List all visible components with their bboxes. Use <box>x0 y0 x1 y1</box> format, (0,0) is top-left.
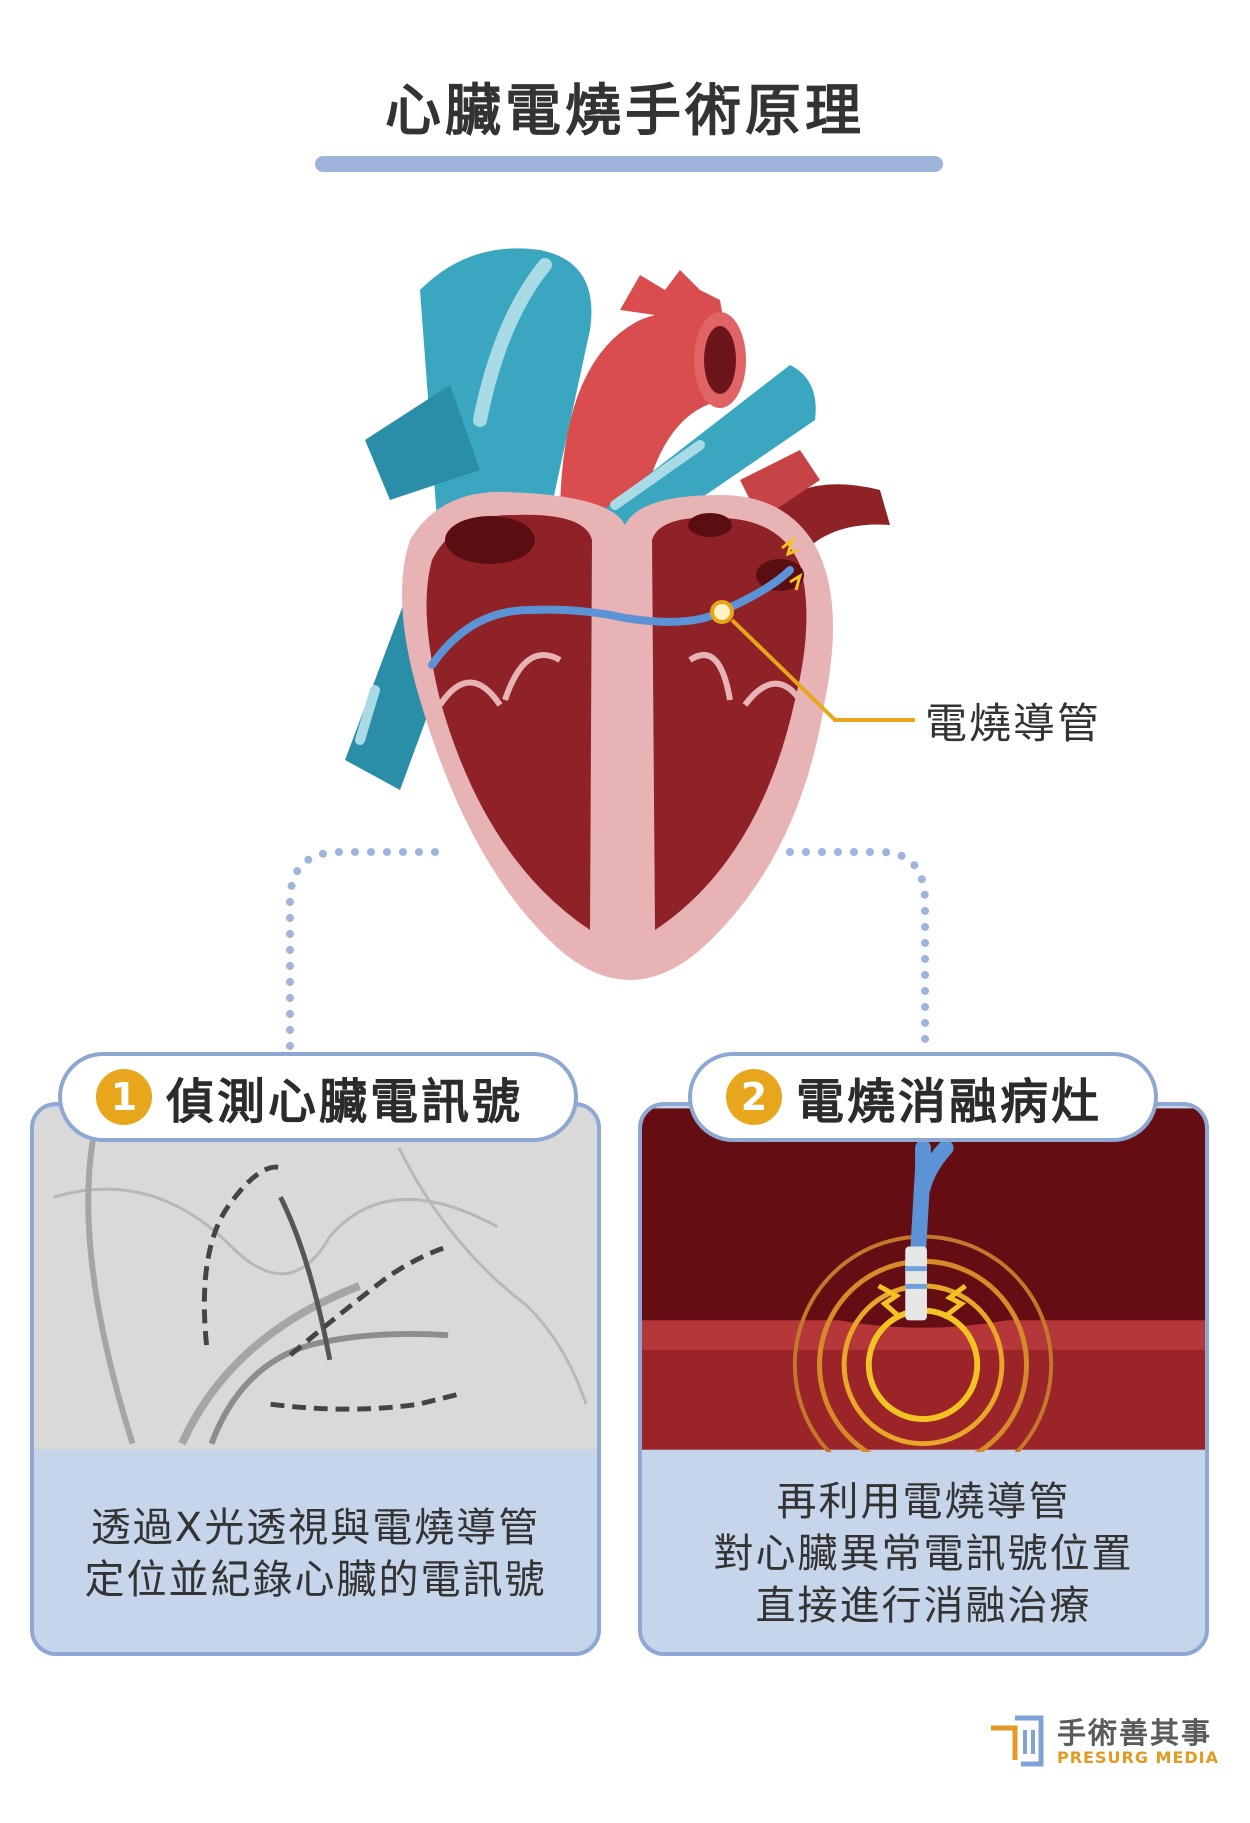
aorta-branches <box>620 270 725 330</box>
catheter <box>428 566 794 669</box>
catheter-xray-2 <box>278 1196 333 1361</box>
step-2-badge: 2 <box>726 1069 782 1125</box>
connector-right <box>786 848 929 1056</box>
step-2-description: 再利用電燒導管 對心臟異常電訊號位置 直接進行消融治療 <box>642 1452 1205 1652</box>
xray-panel <box>34 1108 597 1450</box>
step-1-label: 偵測心臟電訊號 <box>166 1074 524 1130</box>
logo-icon <box>991 1715 1044 1767</box>
description-line: 透過X光透視與電燒導管 <box>90 1505 541 1551</box>
catheter-xray-1 <box>201 1164 282 1346</box>
brand-logo: 手術善其事 PRESURG MEDIA <box>985 1708 1218 1778</box>
step-2-label: 電燒消融病灶 <box>796 1074 1103 1130</box>
spark-icon <box>877 1283 902 1320</box>
step-1-description: 透過X光透視與電燒導管 定位並紀錄心臟的電訊號 <box>34 1452 597 1652</box>
catheter-xray-4 <box>270 1391 459 1412</box>
catheter-xray-3 <box>288 1244 449 1357</box>
logo-subtitle: PRESURG MEDIA <box>1057 1748 1219 1767</box>
title-underline <box>315 156 943 172</box>
ablation-panel <box>642 1108 1205 1452</box>
pulmonary-artery <box>590 365 816 540</box>
description-line: 對心臟異常電訊號位置 <box>713 1531 1134 1577</box>
step-card-ablate: 再利用電燒導管 對心臟異常電訊號位置 直接進行消融治療 <box>638 1102 1209 1656</box>
description-line: 直接進行消融治療 <box>755 1583 1092 1629</box>
aorta <box>560 312 725 520</box>
description-line: 再利用電燒導管 <box>776 1479 1071 1525</box>
step-card-detect: 透過X光透視與電燒導管 定位並紀錄心臟的電訊號 <box>30 1102 601 1656</box>
catheter-label: 電燒導管 <box>925 699 1102 748</box>
step-2-header: 2 電燒消融病灶 <box>688 1052 1158 1142</box>
step-1-header: 1 偵測心臟電訊號 <box>58 1052 578 1142</box>
catheter-marker <box>710 600 734 624</box>
spark-icon <box>942 1283 967 1320</box>
description-line: 定位並紀錄心臟的電訊號 <box>84 1557 547 1603</box>
page-title: 心臟電燒手術原理 <box>385 79 865 144</box>
vena-cava <box>420 248 592 560</box>
vena-cava-branch <box>365 385 480 500</box>
connector-left <box>286 848 439 1056</box>
logo-name: 手術善其事 <box>1057 1716 1213 1750</box>
heart-chamber-left <box>426 514 592 930</box>
step-1-badge: 1 <box>96 1069 152 1125</box>
spark-icon <box>781 535 799 557</box>
